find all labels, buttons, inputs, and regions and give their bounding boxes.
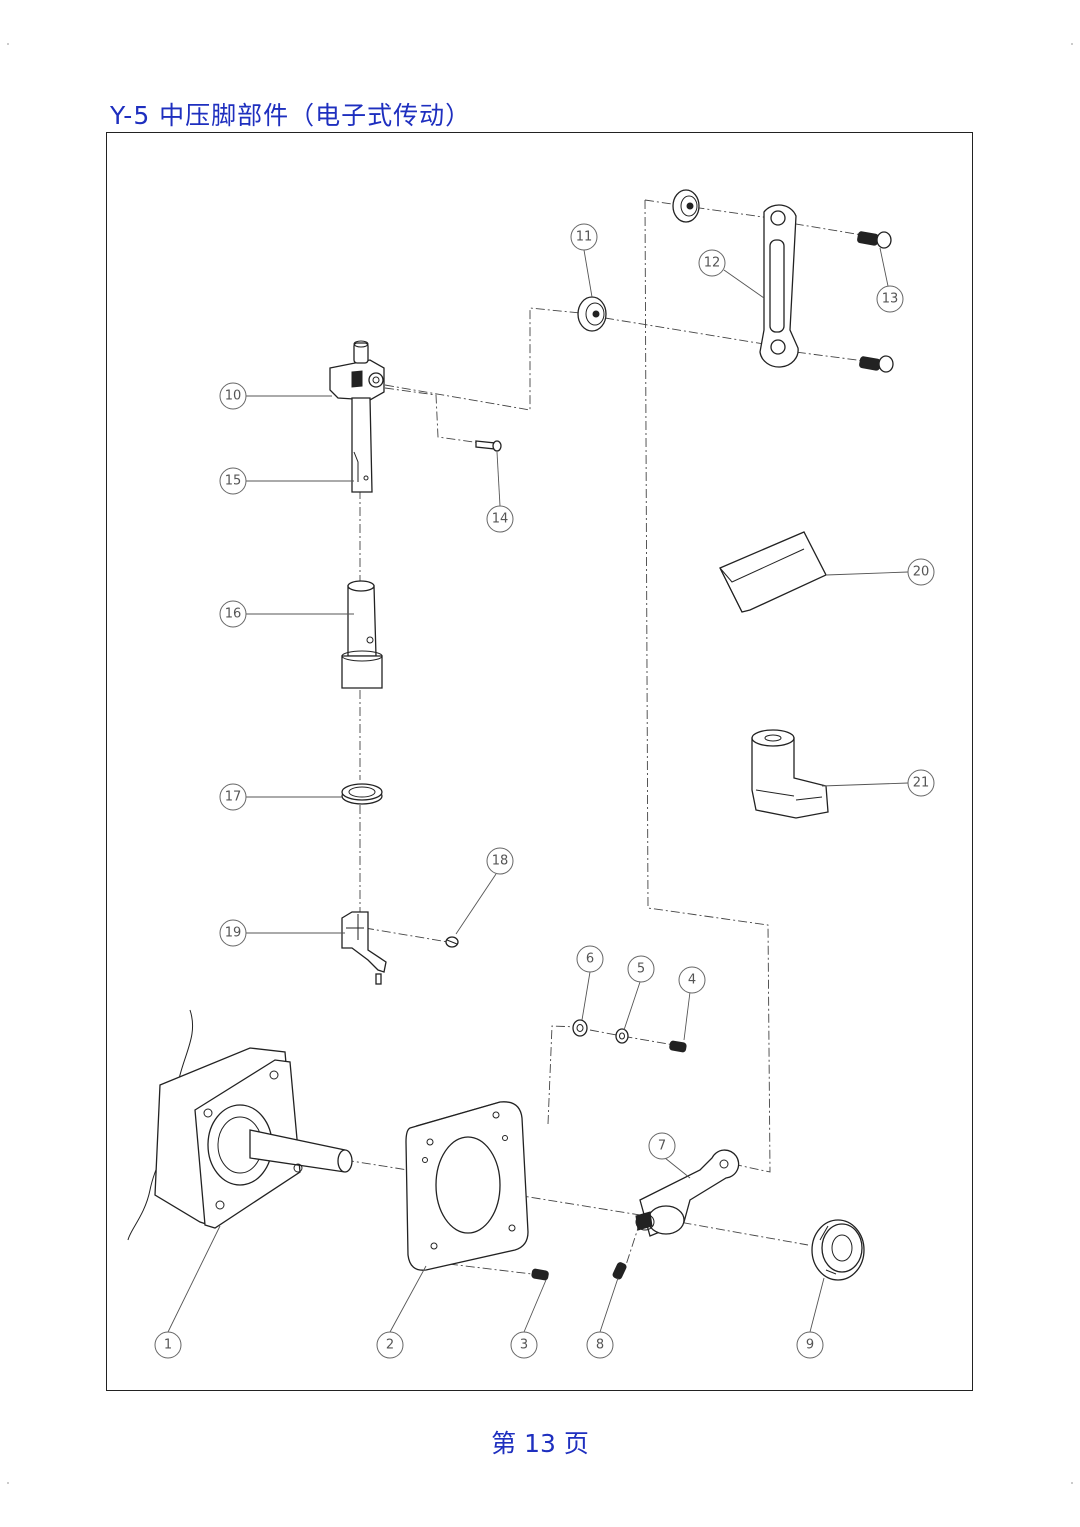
drawing-frame [106,132,973,1391]
part-2-mount-plate [405,1101,529,1271]
upper-bearing [672,189,700,223]
callout-4: 4 [678,966,706,994]
callout-19: 19 [219,919,247,947]
part-14-pin [475,440,502,452]
callout-13: 13 [876,285,904,313]
part-4-screw [669,1040,687,1053]
assembly-lines [344,199,881,1276]
callout-11: 11 [570,223,598,251]
callout-16: 16 [219,600,247,628]
svg-text:2: 2 [386,1338,394,1353]
callout-leaders [167,247,909,1333]
callout-15: 15 [219,467,247,495]
callout-9: 9 [796,1331,824,1359]
page-number: 第 13 页 [491,1429,589,1458]
part-6-washer [572,1019,588,1037]
callout-17: 17 [219,783,247,811]
svg-text:9: 9 [806,1338,814,1353]
part-7-crank-arm [635,1149,740,1237]
svg-text:21: 21 [913,776,930,791]
corner-marks [7,43,1073,1484]
part-1-motor [127,1009,353,1241]
svg-text:6: 6 [586,952,594,967]
callout-12: 12 [698,249,726,277]
part-10-clamp [329,340,385,401]
svg-text:15: 15 [225,474,242,489]
svg-text:13: 13 [882,292,899,307]
part-15-shaft [351,397,373,493]
svg-text:12: 12 [704,256,721,271]
callout-7: 7 [648,1132,676,1160]
part-11-bearing [577,296,607,332]
callout-21: 21 [907,769,935,797]
callout-20: 20 [907,558,935,586]
part-17-ring [341,783,383,805]
callout-10: 10 [219,382,247,410]
part-16-sleeve [341,580,383,689]
part-20-block [719,531,827,613]
callout-14: 14 [486,505,514,533]
part-19-presser-foot [341,911,387,985]
svg-text:19: 19 [225,926,242,941]
svg-text:8: 8 [596,1338,604,1353]
callout-1: 1 [154,1331,182,1359]
callout-6: 6 [576,945,604,973]
part-12-link [759,204,799,368]
svg-text:1: 1 [164,1338,172,1353]
svg-text:10: 10 [225,389,242,404]
part-3-screw [531,1268,549,1281]
svg-text:7: 7 [658,1139,666,1154]
svg-text:11: 11 [576,230,593,245]
svg-text:18: 18 [492,854,509,869]
callout-8: 8 [586,1331,614,1359]
svg-text:16: 16 [225,607,242,622]
part-9-bearing [811,1219,865,1281]
svg-text:4: 4 [688,973,696,988]
part-21-bracket [751,729,829,819]
svg-text:17: 17 [225,790,242,805]
part-18-screw [445,936,459,948]
callout-2: 2 [376,1331,404,1359]
callout-18: 18 [486,847,514,875]
svg-text:20: 20 [913,565,930,580]
part-13-screw [857,231,894,373]
part-5-washer [615,1028,629,1044]
page-title: Y-5 中压脚部件（电子式传动） [110,101,472,130]
part-8-screw [612,1262,627,1280]
svg-text:5: 5 [637,962,645,977]
svg-text:3: 3 [520,1338,528,1353]
callout-5: 5 [627,955,655,983]
svg-text:14: 14 [492,512,509,527]
callout-3: 3 [510,1331,538,1359]
